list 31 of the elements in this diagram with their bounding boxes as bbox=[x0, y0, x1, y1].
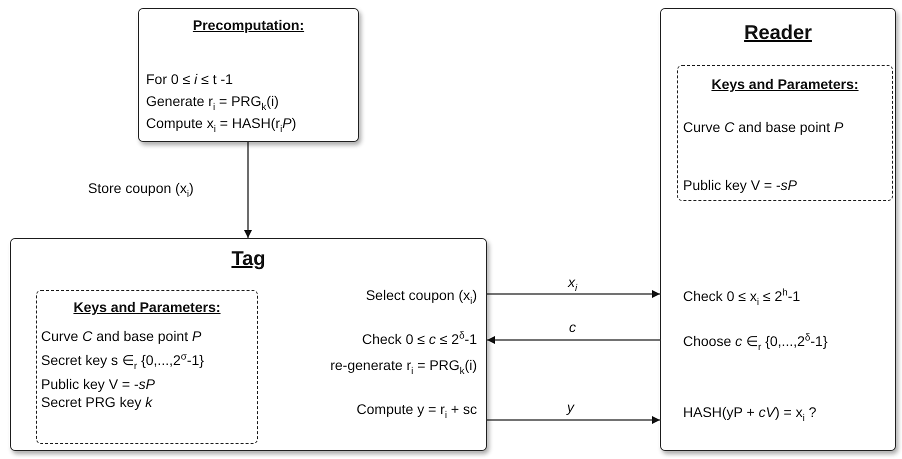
heading: Precomputation: bbox=[192, 17, 304, 34]
text-line: Choose c ∈$_{r}$ {0,...,2$^{δ}$-1} bbox=[683, 333, 828, 350]
heading: Keys and Parameters: bbox=[73, 299, 221, 316]
heading: Reader bbox=[744, 21, 812, 45]
text-line: re-generate r$_{i}$ = PRG$_{k}$(i) bbox=[330, 357, 477, 374]
tag-box bbox=[10, 238, 487, 451]
process-box bbox=[138, 8, 359, 142]
arrow bbox=[487, 290, 660, 298]
edge-label: Store coupon (x$_{i}$) bbox=[86, 180, 196, 197]
text-line: Public key V = -sP bbox=[41, 376, 155, 393]
text-line: Secret key s ∈$_{r}$ {0,...,2$^{σ}$-1} bbox=[41, 352, 204, 369]
text-line: Secret PRG key k bbox=[41, 394, 152, 411]
text-line: Check 0 ≤ x$_{i}$ ≤ 2$^{h}$-1 bbox=[683, 288, 800, 305]
heading: Keys and Parameters: bbox=[711, 76, 859, 93]
reader-box bbox=[660, 8, 896, 451]
text-line: Curve C and base point P bbox=[41, 328, 202, 345]
text-line: Select coupon (x$_{i}$) bbox=[366, 287, 477, 304]
text-line: For 0 ≤ i ≤ t -1 bbox=[146, 71, 233, 88]
text-line: Public key V = -sP bbox=[683, 177, 797, 194]
text-line: Check 0 ≤ c ≤ 2$^{δ}$-1 bbox=[362, 331, 477, 348]
arrow bbox=[487, 416, 660, 424]
arrow bbox=[487, 336, 660, 344]
text-line: Compute y = r$_{i}$ + sc bbox=[356, 401, 477, 418]
parameters-box bbox=[677, 65, 893, 201]
text-line: Generate r$_{i}$ = PRG$_{k}$(i) bbox=[146, 93, 279, 110]
text-line: HASH(yP + cV) = x$_{i}$ ? bbox=[683, 404, 816, 421]
text-line: Curve C and base point P bbox=[683, 119, 844, 136]
heading: Tag bbox=[231, 247, 266, 271]
parameters-box bbox=[36, 290, 258, 444]
arrow bbox=[244, 142, 252, 238]
text-line: Compute x$_{i}$ = HASH(r$_{i}$P) bbox=[146, 115, 296, 132]
